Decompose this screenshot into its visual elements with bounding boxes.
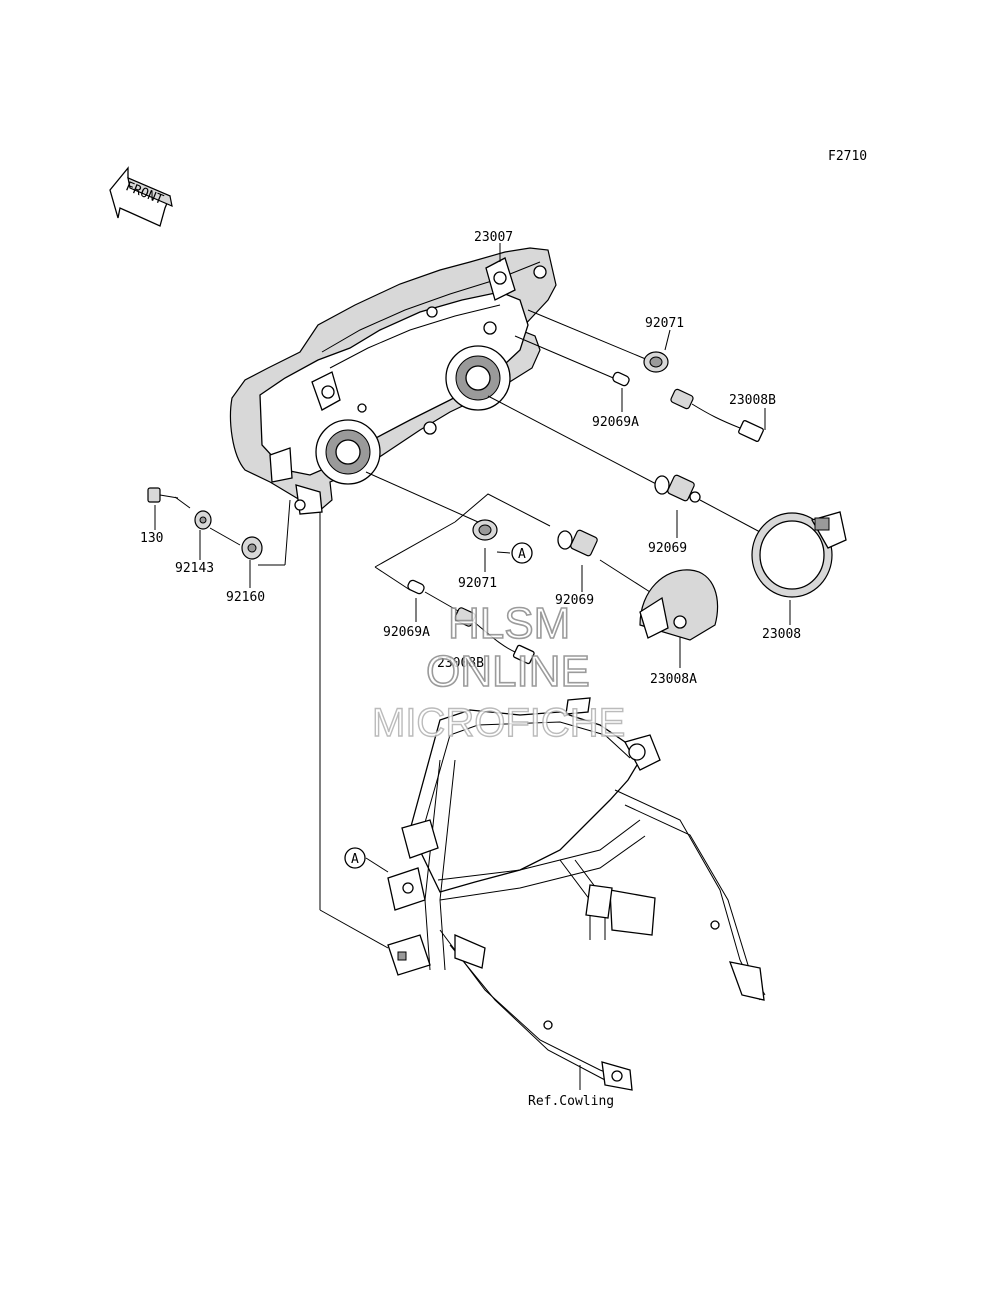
callout-130: 130 — [140, 531, 163, 546]
callout-92069A-lower: 92069A — [383, 625, 430, 640]
collar-icon — [194, 510, 212, 530]
watermark-line2: ONLINE — [426, 647, 590, 696]
watermark: HLSM ONLINE MICROFICHE — [371, 598, 626, 746]
callout-92069A-upper: 92069A — [592, 415, 639, 430]
callout-23008B-upper: 23008B — [729, 393, 776, 408]
connector-marker-lower: A — [344, 847, 366, 869]
bulb-main-icon — [654, 474, 701, 503]
connector-marker-lower-label: A — [351, 852, 359, 867]
headlight-assembly-drawing — [229, 247, 557, 515]
callout-92069-low: 92069 — [555, 593, 594, 608]
callout-ref-cowling: Ref.Cowling — [528, 1094, 614, 1109]
bulb-position-lower-icon — [407, 579, 425, 595]
bulb-low-icon — [557, 529, 598, 557]
callout-92160: 92160 — [226, 590, 265, 605]
callout-23008: 23008 — [762, 627, 801, 642]
callout-92143: 92143 — [175, 561, 214, 576]
damper-icon — [241, 536, 263, 560]
bracket-drawing — [387, 697, 766, 1091]
figure-code: F2710 — [828, 149, 867, 164]
socket-harness-upper-icon — [670, 388, 764, 442]
watermark-line3: MICROFICHE — [372, 701, 625, 745]
callout-23008B-lower: 23008B — [437, 656, 484, 671]
bulb-position-upper-icon — [612, 371, 630, 387]
grommet-upper-icon — [643, 351, 669, 373]
callout-92069-main: 92069 — [648, 541, 687, 556]
callout-23007: 23007 — [474, 230, 513, 245]
connector-marker-upper: A — [511, 542, 533, 564]
callout-92071-upper: 92071 — [645, 316, 684, 331]
cap-low-icon — [639, 569, 719, 641]
leader-lines — [154, 243, 791, 1090]
grommet-lower-icon — [472, 519, 498, 541]
bolt-icon — [147, 487, 179, 503]
watermark-line1: HLSM — [448, 599, 570, 648]
connector-marker-upper-label: A — [518, 547, 526, 562]
front-arrow-icon: FRONT — [109, 166, 173, 227]
cap-main-icon — [751, 511, 847, 598]
socket-harness-lower-icon — [454, 607, 535, 665]
callout-23008A: 23008A — [650, 672, 697, 687]
callout-92071-lower: 92071 — [458, 576, 497, 591]
